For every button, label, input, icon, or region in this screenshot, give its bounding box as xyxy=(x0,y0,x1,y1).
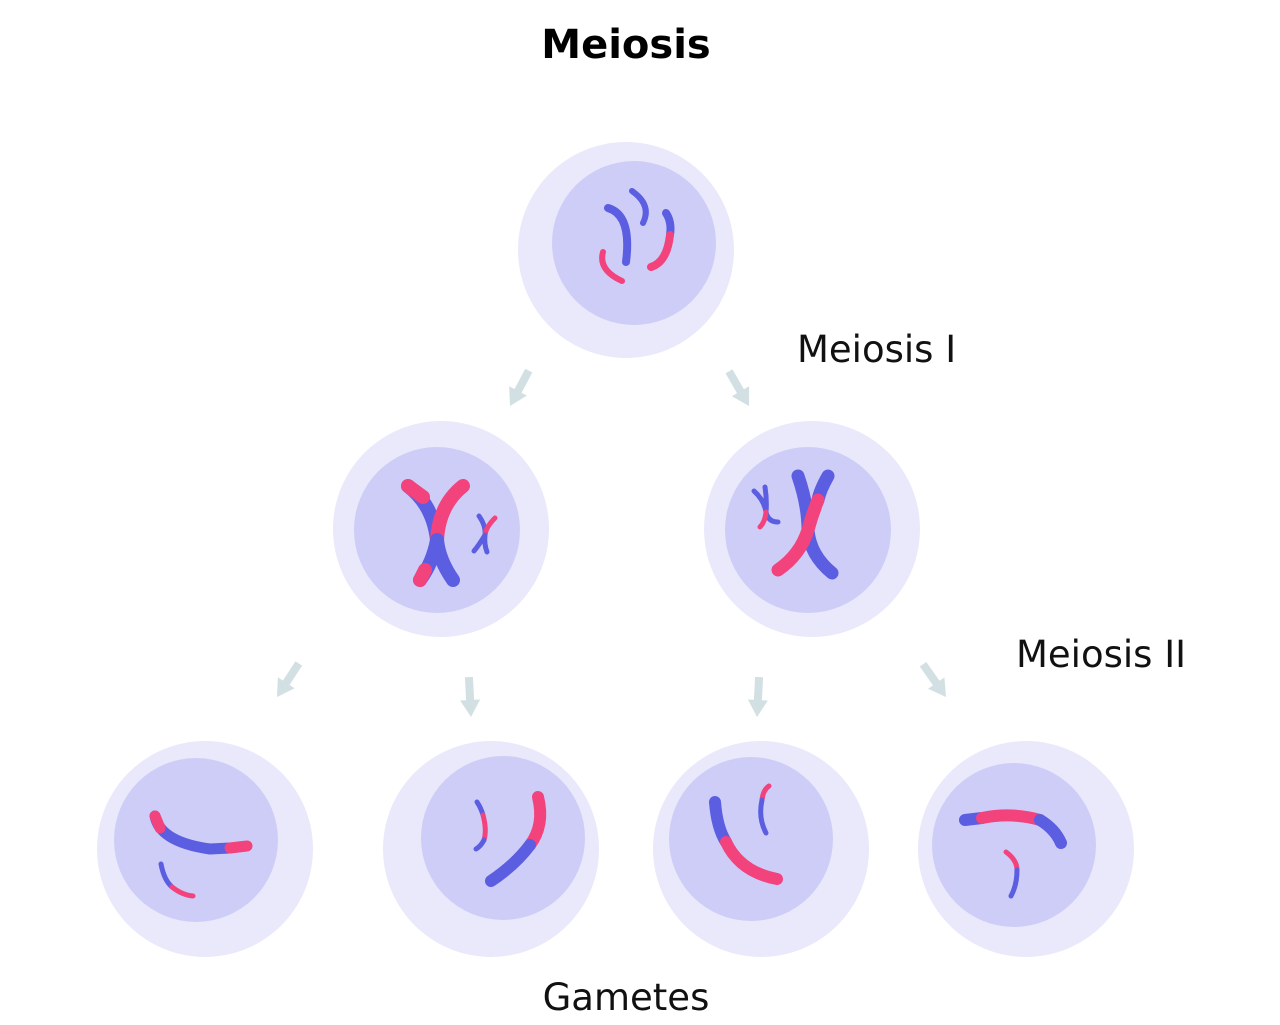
chromosome xyxy=(1008,867,1020,899)
gamete-2-chromosomes xyxy=(473,791,547,887)
gamete-1-chromosomes xyxy=(149,810,253,899)
chromosome xyxy=(473,837,487,852)
gametes-label: Gametes xyxy=(543,976,710,1019)
right-cell-chromosomes xyxy=(751,469,839,580)
meiosis-1-label: Meiosis I xyxy=(797,328,956,371)
chromosome xyxy=(169,884,196,899)
gamete-cell-2 xyxy=(383,741,599,957)
chromosome xyxy=(629,188,649,226)
chromosome xyxy=(471,532,488,554)
diagram-title: Meiosis xyxy=(541,22,710,68)
chromosome xyxy=(720,836,783,885)
parent-chromosomes xyxy=(599,188,675,284)
gamete-cell-4-nucleus xyxy=(932,763,1096,927)
arrow-icon xyxy=(720,366,757,411)
gamete-cell-1-nucleus xyxy=(114,758,278,922)
gamete-cell-4 xyxy=(918,741,1134,957)
chromosome xyxy=(224,840,253,854)
chromosome xyxy=(976,809,1046,826)
left-cell-chromosomes xyxy=(401,479,498,587)
chromosome xyxy=(771,493,825,577)
chromosome xyxy=(604,204,632,266)
gamete-cell-1 xyxy=(97,741,313,957)
chromosome xyxy=(413,563,432,587)
gamete-3-chromosomes xyxy=(709,783,783,885)
parent-cell-nucleus xyxy=(552,161,716,325)
gamete-cell-3-nucleus xyxy=(669,757,833,921)
arrow-icon xyxy=(269,658,308,702)
arrow-icon xyxy=(747,677,769,718)
chromosome xyxy=(599,249,625,284)
meiosis-1-cell-left xyxy=(333,421,549,637)
chromosome xyxy=(485,839,536,887)
arrow-icon xyxy=(915,658,954,702)
chromosome xyxy=(1034,814,1067,849)
arrow-icon xyxy=(501,366,537,411)
chromosome xyxy=(647,231,674,271)
parent-cell xyxy=(518,142,734,358)
chromosome xyxy=(149,810,166,834)
chromosome xyxy=(757,509,769,530)
arrow-icon xyxy=(459,677,481,718)
gamete-4-chromosomes xyxy=(959,809,1067,899)
chromosome xyxy=(401,479,430,504)
chromosome xyxy=(758,797,769,836)
meiosis-1-cell-right xyxy=(704,421,920,637)
chromosome xyxy=(480,812,488,843)
chromosome xyxy=(762,484,769,515)
gamete-cell-2-nucleus xyxy=(421,756,585,920)
meiosis-2-label: Meiosis II xyxy=(1016,633,1186,676)
gamete-cell-3 xyxy=(653,741,869,957)
